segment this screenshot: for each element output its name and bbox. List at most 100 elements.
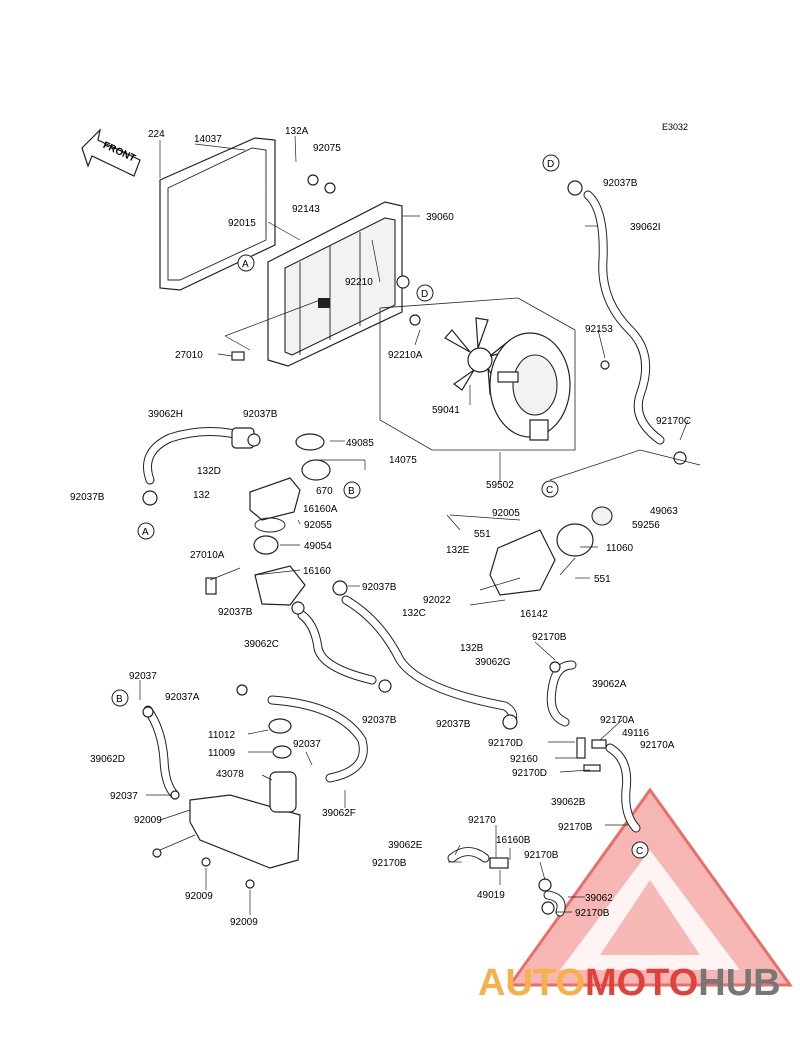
part-label: 92170B — [372, 858, 407, 869]
part-label: 224 — [148, 129, 165, 140]
part-label: 132A — [285, 126, 309, 137]
part-label: 14075 — [389, 455, 417, 466]
ref-circles: A D D B A C B C — [111, 154, 649, 859]
drawing-code: E3032 — [662, 122, 688, 132]
part-label: 39062I — [630, 222, 661, 233]
part-label: 92055 — [304, 520, 332, 531]
part-label: 39062D — [90, 754, 125, 765]
part-label: 92170B — [524, 850, 559, 861]
part-label: 92037B — [243, 409, 278, 420]
part-label: 39062C — [244, 639, 279, 650]
part-label: 92009 — [134, 815, 162, 826]
part-label: 92037A — [165, 692, 200, 703]
part-label: 11009 — [208, 748, 236, 759]
fan-motor-shroud — [489, 332, 571, 441]
ref-A-1: A — [242, 259, 249, 270]
part-label: 39062E — [388, 840, 423, 851]
reservoir-tank — [189, 718, 301, 869]
part-label: 92170D — [488, 738, 523, 749]
ref-A-2: A — [142, 527, 149, 538]
part-label: 39062F — [322, 808, 356, 819]
part-label: 92170B — [558, 822, 593, 833]
part-label: 551 — [594, 574, 611, 585]
part-label: 92037 — [293, 739, 321, 750]
part-label: 49054 — [304, 541, 332, 552]
watermark-moto: MOTO — [585, 962, 698, 1004]
part-label: 92143 — [292, 204, 320, 215]
ref-D-2: D — [547, 159, 554, 170]
part-label: 92160 — [510, 754, 538, 765]
part-label: 92170B — [532, 632, 567, 643]
ref-D-1: D — [421, 289, 428, 300]
part-label: 39060 — [426, 212, 454, 223]
part-label: 670 — [316, 486, 333, 497]
part-label: 92037B — [436, 719, 471, 730]
part-label: 92170A — [600, 715, 635, 726]
part-label: 92170B — [575, 908, 610, 919]
part-label: 49116 — [622, 728, 650, 739]
part-label: 27010 — [175, 350, 203, 361]
part-label: 132C — [402, 608, 426, 619]
part-label: 92170C — [656, 416, 691, 427]
part-label: 39062H — [148, 409, 183, 420]
part-label: 92015 — [228, 218, 256, 229]
part-label: 59256 — [632, 520, 660, 531]
ref-B-1: B — [348, 486, 355, 497]
watermark-auto: AUTO — [478, 962, 585, 1004]
part-label: 92009 — [230, 917, 258, 928]
part-label: 49019 — [477, 890, 505, 901]
part-label: 16160A — [303, 504, 338, 515]
part-label: 49063 — [650, 506, 678, 517]
fan-assembly-box — [379, 297, 576, 451]
part-label: 92022 — [423, 595, 451, 606]
radiator-group — [159, 137, 576, 451]
part-label: 92037B — [362, 582, 397, 593]
part-label: 92170 — [468, 815, 496, 826]
automotohub-watermark: AUTOMOTOHUB — [478, 787, 793, 1004]
part-label: 92153 — [585, 324, 613, 335]
part-label: 92075 — [313, 143, 341, 154]
part-label: 92005 — [492, 508, 520, 519]
part-label: 39062 — [585, 893, 613, 904]
part-label: 551 — [474, 529, 491, 540]
part-label: 92037B — [603, 178, 638, 189]
svg-text:AUTOMOTOHUB: AUTOMOTOHUB — [478, 962, 781, 1004]
part-label: 39062A — [592, 679, 627, 690]
radiator-shroud — [159, 137, 276, 291]
part-label: 92009 — [185, 891, 213, 902]
ref-C-1: C — [546, 485, 553, 496]
part-label: 11060 — [606, 543, 634, 554]
part-label: 92210A — [388, 350, 423, 361]
part-label: 14037 — [194, 134, 222, 145]
part-label: 27010A — [190, 550, 225, 561]
part-label: 92037B — [362, 715, 397, 726]
part-label: 16142 — [520, 609, 548, 620]
part-label: 43078 — [216, 769, 244, 780]
part-label: 132 — [193, 490, 210, 501]
part-label: 92037B — [70, 492, 105, 503]
part-label: 39062B — [551, 797, 586, 808]
part-labels: 224 14037 132A 92075 92143 92015 39060 9… — [70, 126, 691, 928]
part-label: 92170D — [512, 768, 547, 779]
thermostat-housing — [249, 433, 331, 606]
part-label: 92210 — [345, 277, 373, 288]
part-label: 49085 — [346, 438, 374, 449]
part-label: 11012 — [208, 730, 236, 741]
watermark-hub: HUB — [698, 962, 780, 1004]
part-label: 59502 — [486, 480, 514, 491]
part-label: 92037B — [218, 607, 253, 618]
part-label: 16160B — [496, 835, 531, 846]
ref-C-2: C — [636, 846, 643, 857]
part-label: 132D — [197, 466, 221, 477]
part-label: 16160 — [303, 566, 331, 577]
part-label: 132B — [460, 643, 484, 654]
part-label: 39062G — [475, 657, 511, 668]
part-label: 92037 — [129, 671, 157, 682]
leader-lines — [139, 135, 701, 915]
ref-B-2: B — [116, 694, 123, 705]
part-label: 132E — [446, 545, 470, 556]
part-label: 92037 — [110, 791, 138, 802]
part-label: 92170A — [640, 740, 675, 751]
water-pump — [469, 506, 613, 606]
